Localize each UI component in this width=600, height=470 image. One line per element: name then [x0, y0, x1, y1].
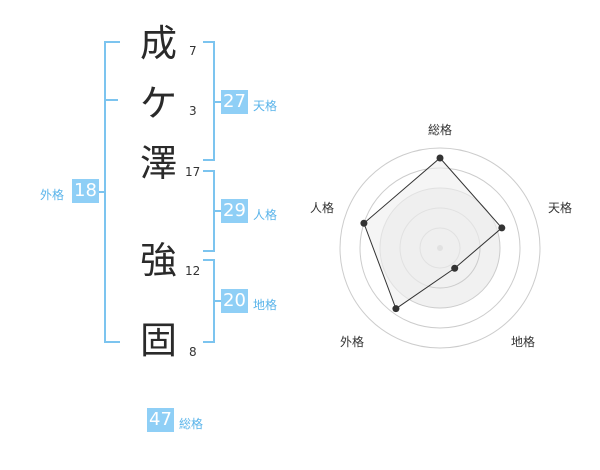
radar-axis-label-jinkaku: 人格	[310, 200, 334, 215]
radar-axis-label-chikaku: 地格	[511, 334, 535, 349]
chikaku-label: 地格	[253, 298, 278, 312]
name-char-5: 固	[140, 319, 177, 362]
soukaku-value: 47	[147, 408, 174, 432]
jinkaku-value: 29	[221, 199, 248, 223]
soukaku-label: 総格	[179, 417, 204, 431]
gaikaku-connector	[98, 191, 104, 193]
radar-point-3	[451, 264, 459, 272]
chikaku-bracket	[203, 259, 215, 343]
name-char-1: 成	[140, 22, 177, 65]
jinkaku-label: 人格	[253, 208, 278, 222]
chikaku-connector	[215, 300, 221, 302]
jinkaku-bracket	[203, 170, 215, 252]
name-char-2: ケ	[140, 82, 177, 125]
radar-point-5	[360, 219, 368, 227]
radar-chart: 総格 天格 地格 外格 人格	[310, 122, 572, 349]
radar-point-4	[392, 305, 400, 313]
stroke-count-5: 8	[189, 345, 197, 359]
gaikaku-bracket	[104, 41, 120, 343]
tenkaku-label: 天格	[253, 99, 278, 113]
radar-axis-label-soukaku: 総格	[428, 122, 452, 137]
gaikaku-bracket-tick	[104, 99, 118, 101]
radar-points	[360, 154, 506, 313]
gaikaku-value: 18	[72, 179, 99, 203]
radar-point-2	[498, 224, 506, 232]
stroke-count-4: 12	[185, 264, 201, 278]
stroke-count-1: 7	[189, 44, 197, 58]
name-char-3: 澤	[140, 142, 177, 185]
tenkaku-bracket	[203, 41, 215, 161]
tenkaku-connector	[215, 101, 221, 103]
stroke-count-3: 17	[185, 165, 201, 179]
tenkaku-value: 27	[221, 90, 248, 114]
jinkaku-connector	[215, 210, 221, 212]
name-char-4: 強	[140, 239, 177, 282]
radar-axis-label-gaikaku: 外格	[340, 334, 364, 349]
radar-point-1	[436, 154, 444, 162]
radar-area	[363, 157, 503, 310]
stroke-count-2: 3	[189, 104, 197, 118]
gaikaku-label: 外格	[40, 188, 65, 202]
chikaku-value: 20	[221, 289, 248, 313]
radar-axis-label-tenkaku: 天格	[548, 200, 572, 215]
